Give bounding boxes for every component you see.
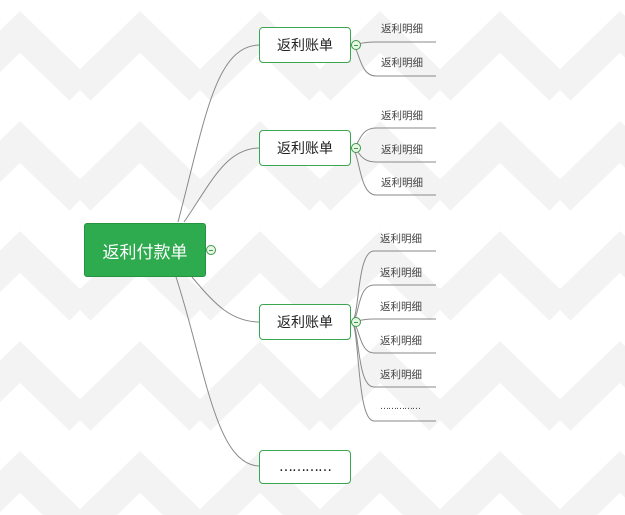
leaf-node[interactable]: 返利明细 (380, 369, 422, 381)
branch-2-collapse-toggle-icon[interactable] (351, 143, 361, 153)
leaf-node[interactable]: 返利明细 (380, 301, 422, 313)
leaf-node[interactable]: 返利明细 (381, 57, 423, 69)
branch-3-collapse-toggle-icon[interactable] (351, 317, 361, 327)
branch-node-label: 返利账单 (277, 141, 333, 157)
leaf-node[interactable]: 返利明细 (380, 267, 422, 279)
leaf-node[interactable]: 返利明细 (381, 144, 423, 156)
branch-node-4[interactable]: ………… (259, 450, 351, 484)
branch-node-label-ellipsis: ………… (279, 459, 332, 475)
branch-node-3[interactable]: 返利账单 (259, 304, 351, 340)
connector-root-branch-2 (183, 147, 261, 223)
branch-1-collapse-toggle-icon[interactable] (351, 40, 361, 50)
root-node[interactable]: 返利付款单 (84, 223, 206, 277)
leaf-node[interactable]: 返利明细 (380, 335, 422, 347)
connector-b3-leaf-3 (350, 318, 436, 323)
leaf-node[interactable]: 返利明细 (380, 233, 422, 245)
leaf-node[interactable]: 返利明细 (381, 23, 423, 35)
root-collapse-toggle-icon[interactable] (206, 245, 216, 255)
leaf-node-ellipsis[interactable]: …………… (380, 402, 421, 412)
leaf-node[interactable]: 返利明细 (381, 110, 423, 122)
connector-root-branch-4 (175, 276, 261, 467)
branch-node-label: 返利账单 (277, 38, 333, 54)
branch-node-2[interactable]: 返利账单 (259, 130, 351, 166)
connector-b1-leaf-1 (350, 41, 436, 46)
branch-node-label: 返利账单 (277, 315, 333, 331)
leaf-node[interactable]: 返利明细 (381, 177, 423, 189)
connector-root-branch-3 (191, 276, 261, 323)
root-node-label: 返利付款单 (102, 242, 188, 263)
connector-root-branch-1 (177, 44, 261, 223)
branch-node-1[interactable]: 返利账单 (259, 27, 351, 63)
